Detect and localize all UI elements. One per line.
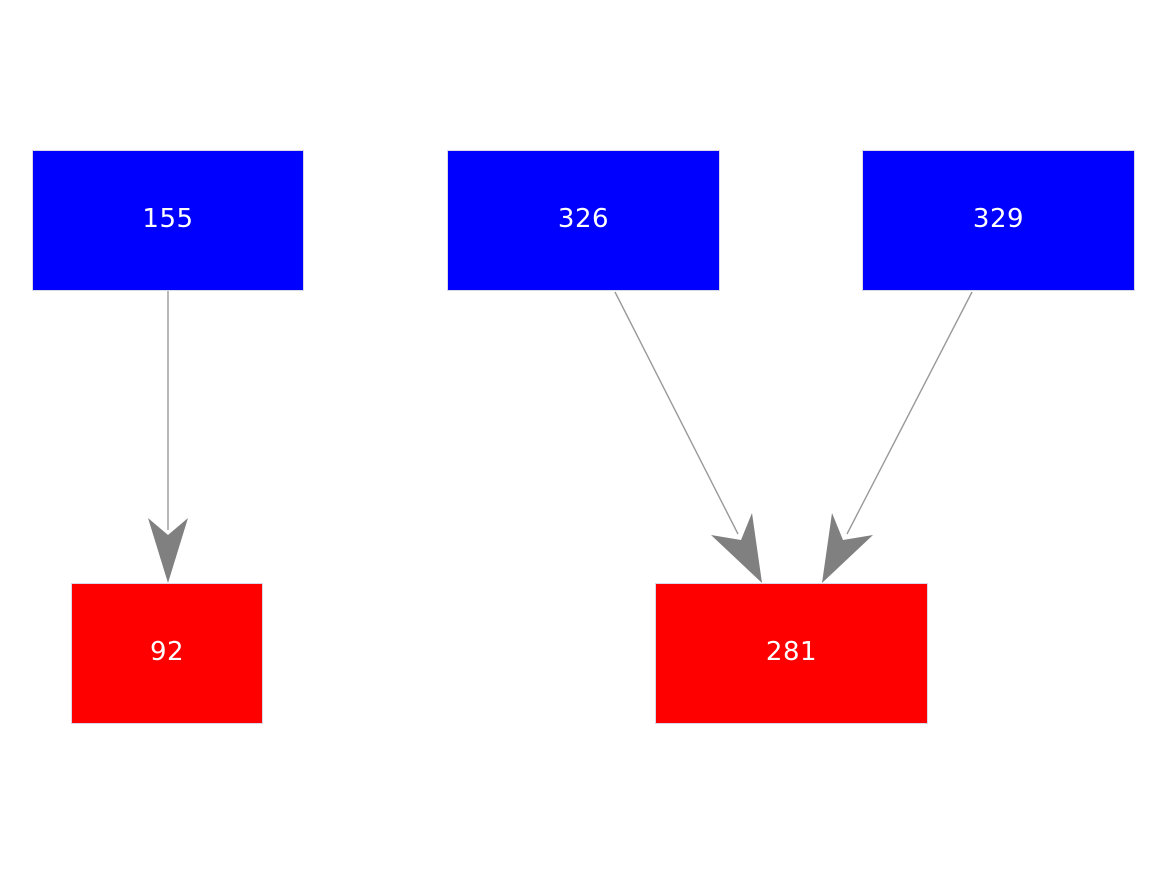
edge-arrowhead bbox=[822, 513, 873, 583]
edge-329-to-281 bbox=[822, 291, 973, 583]
node-329[interactable]: 329 bbox=[862, 150, 1135, 291]
node-label: 329 bbox=[972, 203, 1025, 234]
node-label: 281 bbox=[765, 636, 818, 667]
edge-155-to-92 bbox=[148, 291, 188, 583]
node-281[interactable]: 281 bbox=[655, 583, 928, 724]
edge-326-to-281 bbox=[614, 291, 762, 583]
node-155[interactable]: 155 bbox=[32, 150, 304, 291]
node-92[interactable]: 92 bbox=[71, 583, 263, 724]
edge-arrowhead bbox=[148, 518, 188, 583]
edge-line bbox=[614, 291, 739, 535]
node-label: 326 bbox=[557, 203, 610, 234]
edge-line bbox=[846, 291, 973, 535]
node-label: 92 bbox=[149, 636, 185, 667]
node-label: 155 bbox=[142, 203, 194, 234]
edge-arrowhead bbox=[711, 513, 762, 583]
node-326[interactable]: 326 bbox=[447, 150, 720, 291]
